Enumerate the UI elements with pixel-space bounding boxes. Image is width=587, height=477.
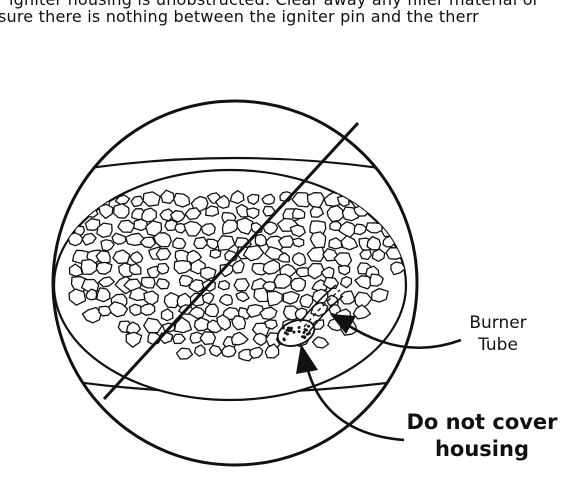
burner-tube-label: Burner Tube [454, 312, 542, 356]
burner-tube-label-line-1: Burner [454, 312, 542, 334]
housing-dot [307, 325, 310, 328]
lava-rock [210, 250, 221, 259]
lava-rock [134, 219, 148, 230]
lava-rock [114, 204, 129, 218]
housing-dot [298, 330, 301, 333]
lava-rock [274, 274, 291, 288]
lava-rock [97, 288, 110, 302]
lava-rock [81, 260, 96, 275]
lava-rock [254, 288, 268, 302]
lava-rock [255, 234, 266, 246]
housing-dot [303, 335, 306, 338]
burner-tube-label-line-2: Tube [454, 334, 542, 356]
lava-rock [293, 238, 304, 247]
housing-warning-label: Do not cover housing [378, 409, 586, 463]
housing-dot [282, 327, 285, 330]
housing-dot [283, 338, 286, 341]
lava-rock [341, 291, 355, 304]
housing-dot [305, 329, 308, 332]
housing-dot [303, 331, 306, 334]
lava-rock [206, 206, 219, 216]
lava-rock [339, 266, 350, 275]
lava-rock [141, 277, 155, 288]
housing-dot [287, 327, 290, 330]
housing-dot [298, 326, 301, 329]
housing-warning-line-2: housing [378, 436, 586, 463]
lava-rock [164, 293, 178, 308]
lava-rock [173, 238, 186, 249]
lava-rock [222, 346, 236, 357]
lava-rock [234, 279, 249, 291]
lava-rock [141, 304, 155, 316]
lava-rock [218, 281, 229, 290]
lava-rock [205, 304, 218, 317]
housing-dot [293, 331, 296, 334]
lava-rock [372, 249, 384, 261]
lava-rock [310, 207, 323, 218]
housing-dot [286, 333, 289, 336]
lava-rock [265, 320, 277, 329]
lava-rock [291, 278, 306, 291]
housing-warning-line-1: Do not cover [378, 409, 586, 436]
lava-rock [312, 289, 328, 303]
lava-rock [372, 289, 389, 303]
